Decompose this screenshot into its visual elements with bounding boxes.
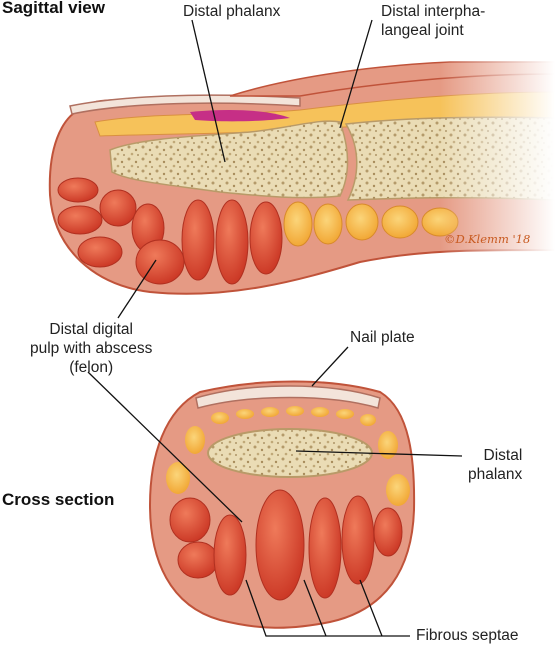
sagittal-lobule — [77, 236, 123, 268]
cross-lobule — [177, 541, 219, 579]
cross-dorsal-fat — [166, 406, 410, 506]
cross-lobule — [373, 507, 403, 557]
sagittal-lobule — [249, 201, 283, 275]
cross-lobule — [308, 497, 342, 599]
sagittal-fade — [440, 55, 555, 265]
cross-fat-lobule — [386, 474, 410, 506]
leader-dip-joint — [339, 19, 373, 129]
cross-nail-plate — [195, 385, 381, 409]
leader-distal-phalanx-cross — [295, 450, 463, 457]
label-pulp-line3: (felon) — [69, 359, 114, 376]
cross-fat-lobule — [378, 431, 398, 459]
cross-section-heading: Cross section — [2, 490, 115, 509]
cross-lobule — [341, 495, 375, 585]
sagittal-lobule — [181, 199, 215, 281]
leader-lines — [87, 19, 463, 637]
sagittal-lobule — [57, 205, 103, 235]
cross-pulp-lobules — [169, 489, 403, 601]
illustrator-credit: ©D.Klemm '18 — [444, 232, 531, 246]
cross-lobule — [169, 497, 211, 543]
sagittal-pulp-lobules — [57, 177, 283, 285]
sagittal-fat-lobule — [345, 203, 379, 241]
label-distal-phalanx-cross-line1: Distal — [483, 447, 523, 464]
leader-felon-cross — [87, 371, 243, 523]
cross-section-figure — [148, 380, 416, 629]
cross-lobule — [255, 489, 305, 601]
cross-fat-lobule — [211, 412, 229, 424]
sagittal-fat-lobule — [313, 203, 343, 245]
cross-fat-lobule — [261, 407, 279, 417]
sagittal-nail-plate — [69, 94, 301, 115]
cross-fat-lobule — [286, 406, 304, 416]
label-distal-phalanx-top: Distal phalanx — [183, 3, 281, 20]
label-nail-plate: Nail plate — [350, 329, 415, 346]
leader-nail-plate — [311, 346, 349, 387]
sagittal-distal-phalanx — [109, 120, 349, 199]
label-fibrous-septae: Fibrous septae — [416, 627, 519, 644]
cross-fat-lobule — [336, 409, 354, 419]
sagittal-lobule — [135, 239, 185, 285]
sagittal-lobule — [99, 189, 137, 227]
cross-fat-lobule — [360, 414, 376, 426]
label-distal-phalanx-cross: Distal phalanx — [468, 446, 522, 484]
label-distal-phalanx-cross-line2: phalanx — [468, 466, 523, 483]
label-dip-joint-line2: langeal joint — [381, 22, 464, 39]
sagittal-fat-lobule — [283, 201, 313, 247]
cross-fat-lobule — [185, 426, 205, 454]
label-pulp-line1: Distal digital — [49, 321, 133, 338]
leader-distal-phalanx-top — [191, 19, 226, 163]
leader-fibrous-septae — [245, 579, 410, 637]
leader-pulp-abscess — [117, 259, 157, 319]
sagittal-fat-lobule — [381, 205, 419, 239]
sagittal-view-figure — [48, 55, 555, 295]
sagittal-view-heading: Sagittal view — [2, 0, 105, 17]
sagittal-lobule — [215, 199, 249, 285]
label-pulp-line2: pulp with abscess — [30, 340, 153, 357]
label-dip-joint-line1: Distal interpha- — [381, 3, 486, 20]
label-pulp-abscess: Distal digital pulp with abscess (felon) — [30, 320, 152, 377]
cross-fat-lobule — [311, 407, 329, 417]
label-dip-joint: Distal interpha- langeal joint — [381, 2, 485, 40]
sagittal-lobule — [57, 177, 99, 203]
cross-fat-lobule — [166, 462, 190, 494]
cross-fat-lobule — [236, 409, 254, 419]
cross-lobule — [213, 514, 247, 596]
